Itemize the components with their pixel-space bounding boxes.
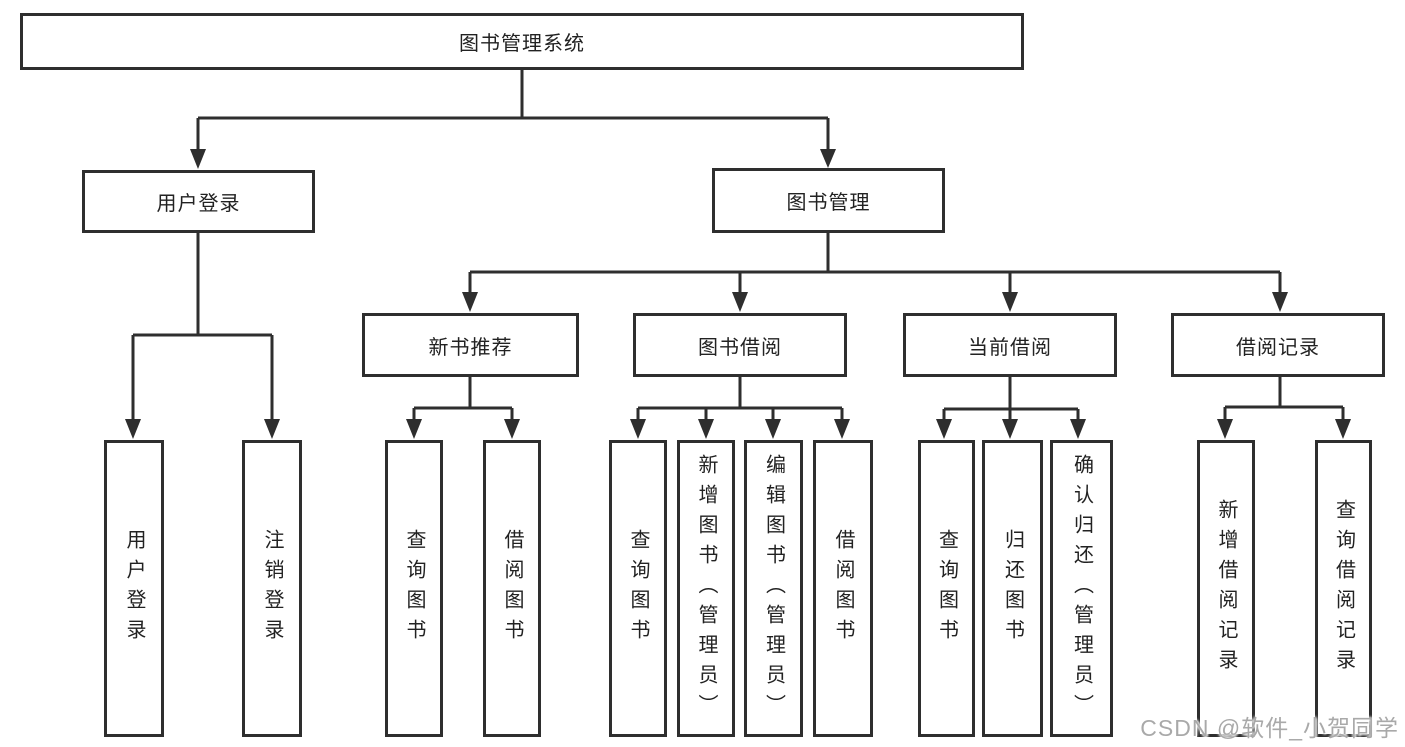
leaf-query-books-recommend: 查询图书: [385, 440, 443, 737]
connector-root-to-level2: [196, 70, 830, 151]
connector-book-management-to-level3: [468, 233, 1282, 294]
node-label: 确认归还（管理员）: [1070, 453, 1093, 724]
leaf-confirm-return-admin: 确认归还（管理员）: [1050, 440, 1113, 737]
arrowhead: [1070, 419, 1086, 439]
arrowhead: [936, 419, 952, 439]
connector-book-borrow-to-leaves: [636, 377, 844, 421]
node-library-management-system: 图书管理系统: [20, 13, 1024, 70]
node-label: 新增借阅记录: [1215, 498, 1237, 679]
connector-new-book-to-leaves: [412, 377, 514, 421]
arrowhead: [125, 419, 141, 439]
arrowhead: [264, 419, 280, 439]
arrowhead: [834, 419, 850, 439]
leaf-borrow-books: 借阅图书: [813, 440, 873, 737]
node-current-borrowing: 当前借阅: [903, 313, 1117, 377]
arrowhead: [1335, 419, 1351, 439]
arrowhead: [820, 149, 836, 168]
arrowhead: [462, 292, 478, 312]
arrowhead: [1002, 292, 1018, 312]
node-book-borrowing: 图书借阅: [633, 313, 847, 377]
node-label: 图书管理系统: [459, 33, 585, 55]
connector-current-borrow-to-leaves: [942, 377, 1080, 421]
node-label: 归还图书: [1001, 528, 1024, 649]
arrowhead: [1002, 419, 1018, 439]
node-label: 注销登录: [261, 528, 283, 649]
leaf-add-borrow-record: 新增借阅记录: [1197, 440, 1255, 737]
arrowhead: [698, 419, 714, 439]
node-label: 借阅图书: [501, 528, 523, 649]
node-new-book-recommendation: 新书推荐: [362, 313, 579, 377]
arrowhead: [1272, 292, 1288, 312]
leaf-query-books-current: 查询图书: [918, 440, 975, 737]
connector-user-login-to-leaves: [131, 233, 274, 421]
arrowhead: [504, 419, 520, 439]
node-label: 新增图书（管理员）: [695, 453, 717, 724]
leaf-query-borrow-record: 查询借阅记录: [1315, 440, 1372, 737]
node-label: 查询图书: [627, 528, 649, 649]
leaf-borrow-books-recommend: 借阅图书: [483, 440, 541, 737]
leaf-user-login: 用户登录: [104, 440, 164, 737]
node-label: 借阅记录: [1236, 336, 1320, 359]
node-label: 图书管理: [786, 192, 871, 214]
arrowhead: [630, 419, 646, 439]
node-label: 查询图书: [935, 528, 958, 649]
leaf-query-books-borrow: 查询图书: [609, 440, 667, 737]
watermark: CSDN @软件_小贺同学: [1140, 709, 1399, 743]
leaf-edit-book-admin: 编辑图书（管理员）: [744, 440, 803, 737]
node-label: 用户登录: [123, 528, 145, 649]
arrowhead: [732, 292, 748, 312]
node-borrowing-records: 借阅记录: [1171, 313, 1385, 377]
connector-borrow-record-to-leaves: [1223, 377, 1345, 421]
arrowhead: [765, 419, 781, 439]
arrowhead: [190, 149, 206, 169]
node-label: 新书推荐: [428, 336, 513, 359]
watermark-text: CSDN @软件_小贺同学: [1140, 715, 1399, 741]
leaf-return-books: 归还图书: [982, 440, 1043, 737]
node-label: 编辑图书（管理员）: [762, 453, 785, 724]
leaf-logout: 注销登录: [242, 440, 302, 737]
leaf-add-book-admin: 新增图书（管理员）: [677, 440, 735, 737]
node-user-login: 用户登录: [82, 170, 315, 233]
arrowhead: [1217, 419, 1233, 439]
node-label: 查询借阅记录: [1332, 498, 1355, 679]
node-label: 借阅图书: [832, 528, 854, 649]
node-label: 当前借阅: [968, 336, 1052, 359]
arrowhead: [406, 419, 422, 439]
node-label: 用户登录: [156, 193, 241, 215]
node-label: 图书借阅: [698, 336, 782, 359]
node-label: 查询图书: [403, 528, 425, 649]
node-book-management: 图书管理: [712, 168, 945, 233]
